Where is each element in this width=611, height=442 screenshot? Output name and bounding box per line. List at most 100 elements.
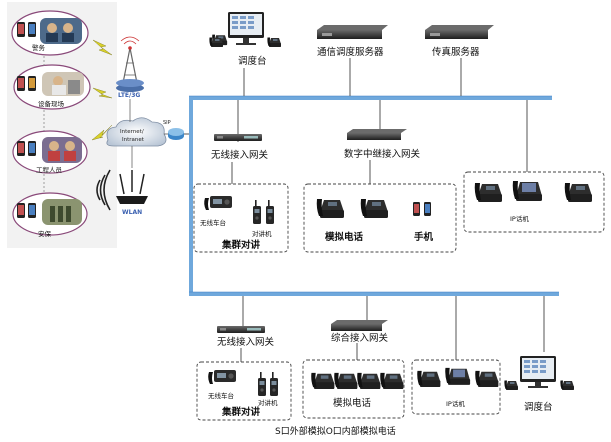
desk-phone-icon <box>380 372 404 389</box>
phone-group-upper: 模拟电话 手机 <box>303 183 457 253</box>
desk-phone-icon <box>475 370 499 387</box>
desk-phone-icon <box>357 372 381 389</box>
ip-phone-group-lower: IP话机 <box>411 359 501 415</box>
integrated-gateway-label: 综合接入网关 <box>331 332 389 344</box>
gateway-icon <box>347 133 401 140</box>
gateway-icon <box>331 324 382 331</box>
comm-server-label: 通信调度服务器 <box>317 46 384 58</box>
lightning-icon <box>92 39 113 56</box>
comm-dispatch-server: 通信调度服务器 <box>317 25 388 58</box>
walkie-talkie-label-lower: 对讲机 <box>258 398 278 407</box>
desk-phone-icon <box>316 199 344 218</box>
wlan-router-icon: WLAN <box>116 170 148 216</box>
analog-phone-label-upper: 模拟电话 <box>325 231 364 243</box>
vehicle-radio-label-lower: 无线车台 <box>208 391 234 400</box>
desk-phone-icon <box>564 183 592 202</box>
wireless-gateway-label-upper: 无线接入网关 <box>211 149 269 161</box>
trunk-title-lower: 集群对讲 <box>221 406 261 418</box>
walkie-talkie-label-upper: 对讲机 <box>252 229 272 238</box>
analog-phone-label-lower: 模拟电话 <box>333 397 372 409</box>
desk-phone-icon <box>334 372 358 389</box>
walkie-talkie-icon <box>258 372 266 396</box>
wifi-waves-icon <box>96 169 111 211</box>
phone-group-lower: 模拟电话 <box>302 359 405 419</box>
vehicle-radio-label-upper: 无线车台 <box>200 218 226 227</box>
desk-phone-icon <box>311 372 335 389</box>
top-drop-lines <box>231 58 545 362</box>
server-icon <box>425 30 488 39</box>
group-security: 安保 <box>12 192 88 238</box>
group-label-engineers: 工程人员 <box>36 165 63 174</box>
cloud-label-line1: Internet/ <box>120 129 144 135</box>
sip-label: SIP <box>163 120 171 126</box>
dashed-group-box <box>193 183 289 253</box>
desk-phone-icon <box>417 370 441 387</box>
wlan-label: WLAN <box>122 209 142 216</box>
left-panel: 警务 设备现场 工程人员 <box>7 2 192 248</box>
fax-server-label: 传真服务器 <box>432 46 480 58</box>
desk-phone-icon <box>474 183 502 202</box>
mobile-phone-icon <box>413 202 431 216</box>
server-icon <box>317 30 382 39</box>
dashed-group-box <box>411 359 501 415</box>
integrated-access-gateway: 综合接入网关 <box>331 320 389 344</box>
group-label-security: 安保 <box>38 229 52 238</box>
group-label-equipment-site: 设备现场 <box>38 99 65 108</box>
walkie-talkie-icon <box>270 372 278 396</box>
group-label-police: 警务 <box>32 43 46 52</box>
dispatch-console-top: 调度台 <box>209 12 281 67</box>
vertical-bus <box>189 96 193 296</box>
wireless-gateway-upper: 无线接入网关 <box>211 134 269 161</box>
diagram-caption: S口外部模拟O口内部模拟电话 <box>275 425 396 437</box>
dashed-group-box <box>303 183 457 253</box>
gateway-icon <box>214 134 262 141</box>
vehicle-radio-icon <box>204 196 232 210</box>
lte-label: LTE/3G <box>118 92 140 99</box>
wireless-signal-icons <box>91 39 113 141</box>
trunk-group-lower: 无线车台 对讲机 集群对讲 <box>196 361 292 421</box>
walkie-talkie-icon <box>266 200 274 224</box>
ip-phone-label-upper: IP话机 <box>510 214 529 223</box>
lightning-icon <box>92 87 113 99</box>
internet-cloud-icon: Internet/ Intranet <box>106 117 167 147</box>
fax-server: 传真服务器 <box>425 25 494 58</box>
ip-phone-icon <box>445 367 471 385</box>
group-equipment-site: 设备现场 <box>13 64 91 110</box>
console-label-top: 调度台 <box>238 55 267 67</box>
lower-segment: 无线接入网关 综合接入网关 无线车台 对讲机 集群对讲 模拟电话 <box>196 320 574 421</box>
lightning-icon <box>91 124 113 141</box>
trunk-group-upper: 无线车台 对讲机 集群对讲 <box>193 183 289 253</box>
digital-gateway-label: 数字中继接入网关 <box>344 148 421 160</box>
wireless-gateway-lower: 无线接入网关 <box>217 326 275 348</box>
upper-bus <box>189 96 552 100</box>
dashed-group-box <box>463 171 605 233</box>
lower-bus <box>189 292 559 296</box>
gateway-icon <box>217 326 265 333</box>
upper-segment: 无线接入网关 数字中继接入网关 无线车台 对讲机 集群对讲 <box>193 129 605 253</box>
ip-phone-group-upper: IP话机 <box>463 171 605 233</box>
dashed-group-box <box>196 361 292 421</box>
desk-phone-icon <box>360 199 388 218</box>
ip-phone-label-lower: IP话机 <box>446 399 465 408</box>
walkie-talkie-icon <box>253 200 261 224</box>
dispatch-console-lower: 调度台 <box>504 356 574 413</box>
ip-phone-icon <box>512 181 542 201</box>
mobile-label: 手机 <box>414 231 434 243</box>
lte-tower-icon: LTE/3G <box>116 36 144 99</box>
network-bus <box>189 95 559 296</box>
cloud-label-line2: Intranet <box>122 137 145 143</box>
top-devices: 调度台 通信调度服务器 传真服务器 <box>209 12 494 67</box>
console-label-lower: 调度台 <box>524 401 553 413</box>
digital-trunk-gateway: 数字中继接入网关 <box>344 129 421 160</box>
desk-phone-icon <box>267 37 281 47</box>
desk-phone-icon <box>504 380 518 390</box>
group-engineers: 工程人员 <box>12 130 88 174</box>
dashed-group-box <box>302 359 405 419</box>
desk-phone-icon <box>560 380 574 390</box>
trunk-title-upper: 集群对讲 <box>221 239 261 251</box>
wireless-gateway-label-lower: 无线接入网关 <box>217 336 275 348</box>
group-police: 警务 <box>11 10 89 56</box>
router-icon <box>168 128 184 140</box>
desk-phone-icon <box>209 37 223 47</box>
